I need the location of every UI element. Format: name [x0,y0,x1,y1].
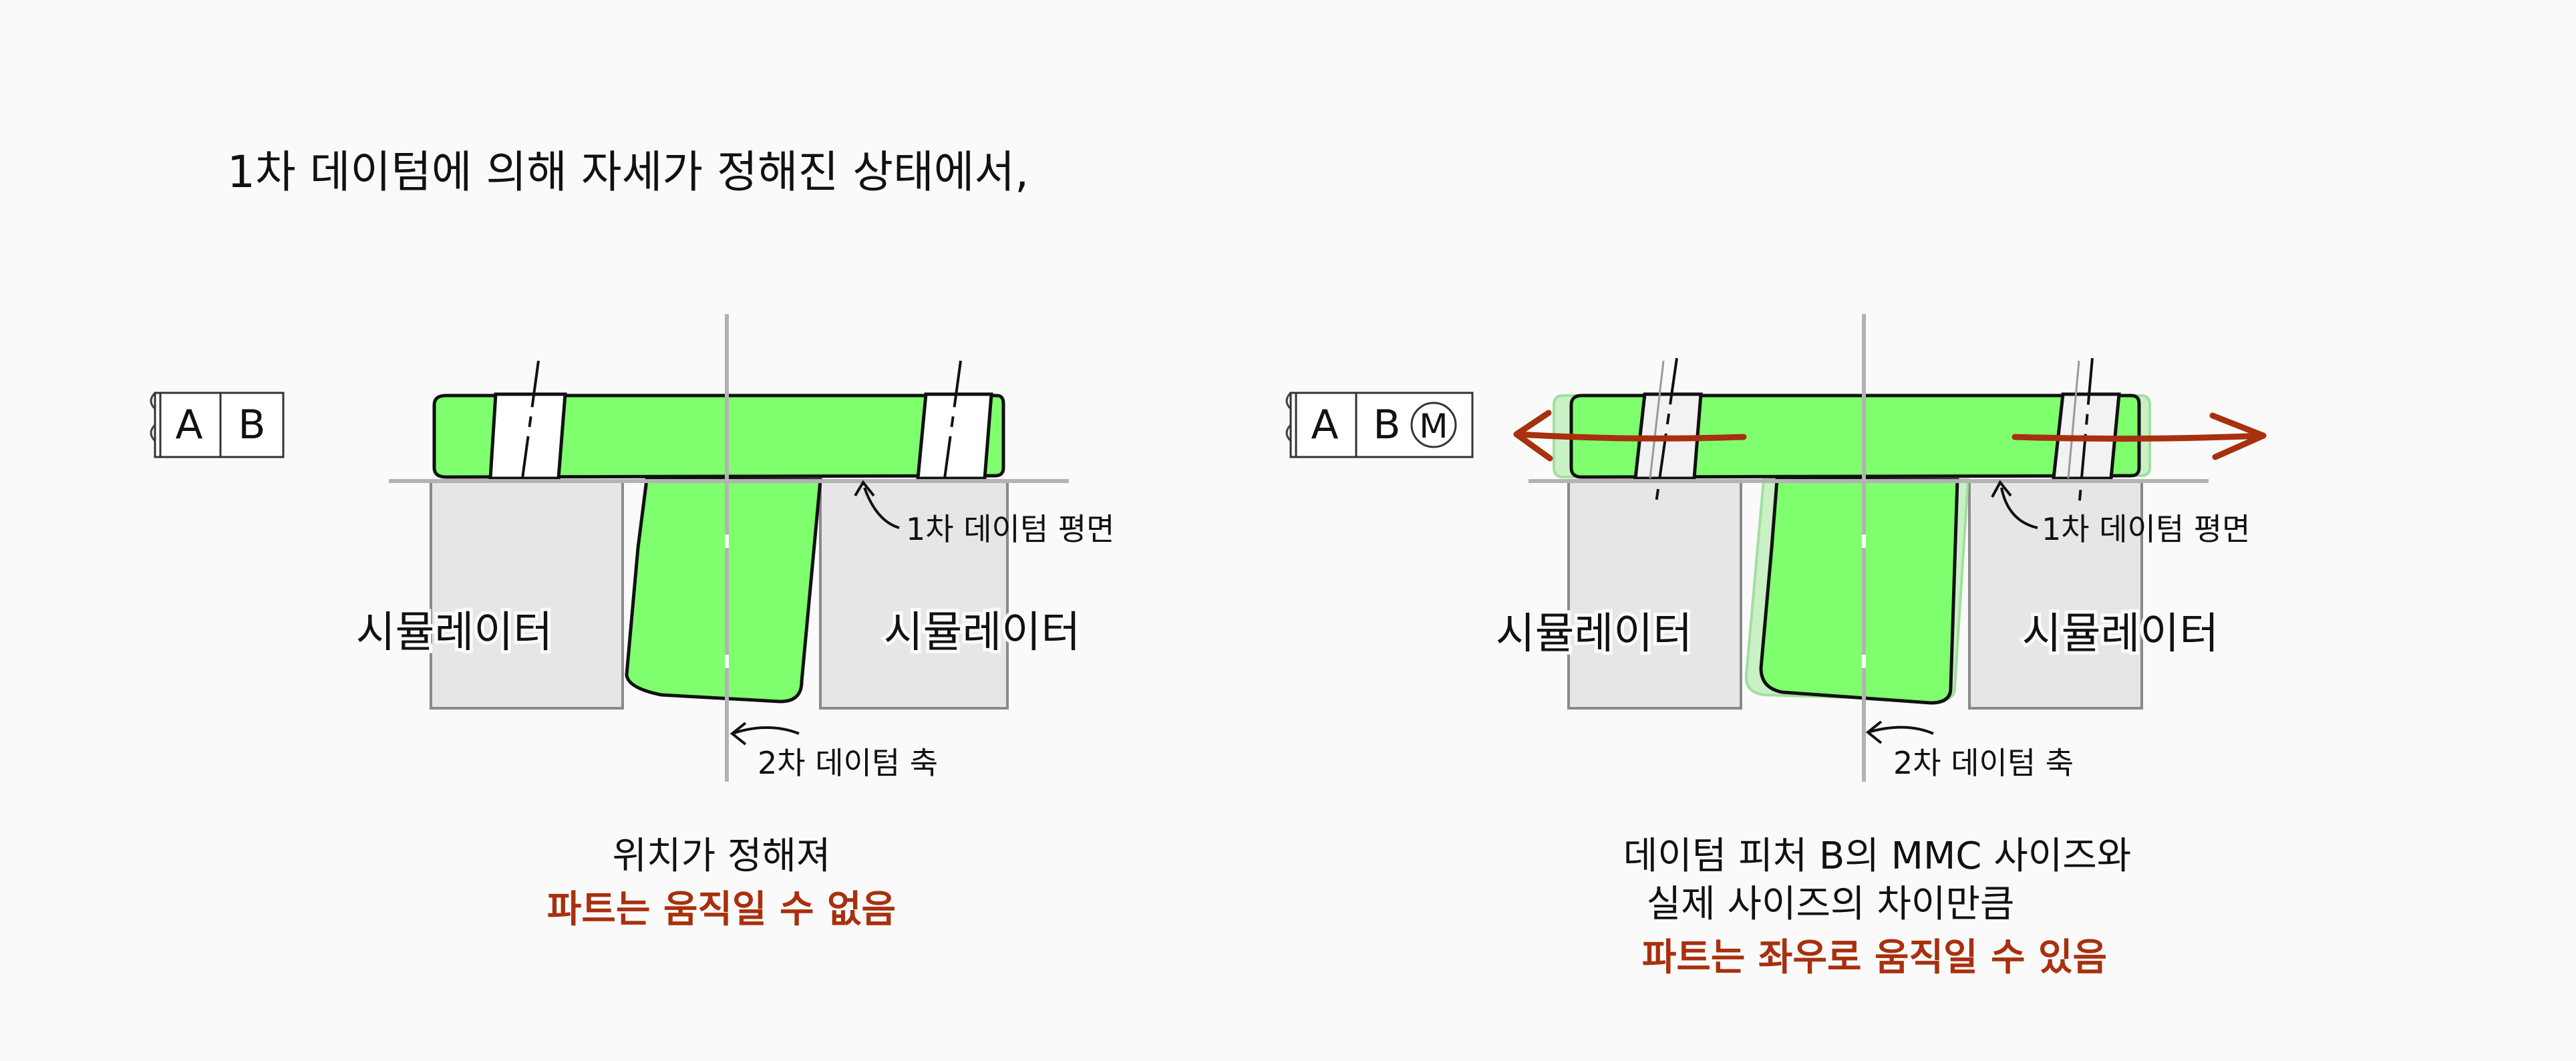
left-part-pin [625,478,822,704]
heading: 1차 데이텀에 의해 자세가 정해진 상태에서, [227,146,1029,198]
right-arrow-left-shaft [1514,431,1747,442]
right-simulator-block-left [1567,480,1742,710]
left-simulator-label-right: 시뮬레이터 [884,608,1080,657]
left-secondary-datum-leader [732,726,800,735]
right-simulator-block-right [1968,480,2143,710]
right-secondary-datum-arrowhead [1865,720,1883,744]
left-hole-axis-right [943,360,962,479]
right-movement-arrows [1513,410,2267,462]
right-primary-datum-arrowhead [1991,480,2012,498]
left-feature-control-frame: A B [150,392,285,458]
right-frame-mmc-modifier: M [1419,407,1448,446]
left-part-flange [432,394,1005,479]
left-caption-line-1: 위치가 정해져 [613,835,831,878]
right-hole-axis-right [2078,357,2094,508]
left-secondary-datum-label: 2차 데이텀 축 [758,745,938,781]
right-feature-control-frame: A B M [1285,392,1474,458]
right-part-pin [1759,478,1959,705]
left-simulator-block-left [430,480,624,710]
left-frame-cell-b: B [238,402,265,448]
left-panel: A B 시뮬레이터 시뮬레이터 1차 데이텀 평면 2차 데이텀 축 위치 [150,314,1114,931]
right-caption-line-3: 파트는 좌우로 움직일 수 있음 [1642,936,2107,979]
right-hole-axis-right-ghost [2067,360,2080,479]
left-frame-cell-a: A [175,402,202,448]
right-frame-mmc-circle [1410,402,1457,448]
left-primary-datum-leader [863,487,900,529]
right-hole-axis-left-ghost [1649,360,1665,479]
right-simulator-label-left: 시뮬레이터 [1496,609,1692,659]
right-secondary-datum-leader [1867,726,1934,735]
right-simulator-label-right: 시뮬레이터 [2022,609,2219,659]
right-primary-datum-leader [2000,487,2038,529]
right-panel: A B M 시뮬 [1285,314,2267,979]
right-arrow-right-head [2209,412,2267,460]
left-frame-border [154,392,285,458]
right-arrow-left-head [1513,410,1553,462]
left-primary-datum-label: 1차 데이텀 평면 [906,511,1114,547]
right-hole-axis-left [1654,357,1678,508]
left-secondary-datum-arrowhead [730,722,747,746]
right-secondary-datum-label: 2차 데이텀 축 [1893,745,2074,781]
right-caption-line-1: 데이텀 피처 B의 MMC 사이즈와 [1623,835,2132,878]
left-caption-line-2: 파트는 움직일 수 없음 [547,888,896,931]
right-part-flange [1569,394,2141,479]
left-simulator-label-left: 시뮬레이터 [356,608,552,657]
right-frame-cell-a: A [1311,402,1338,448]
right-arrow-right-shaft [2011,432,2267,442]
left-primary-datum-arrowhead [854,480,875,497]
right-caption-line-2: 실제 사이즈의 차이만큼 [1647,883,2015,926]
right-primary-datum-label: 1차 데이텀 평면 [2042,511,2250,547]
left-flange-hole-right [916,392,993,480]
left-hole-axis-left [521,360,540,479]
right-frame-cell-b: B [1373,402,1400,448]
